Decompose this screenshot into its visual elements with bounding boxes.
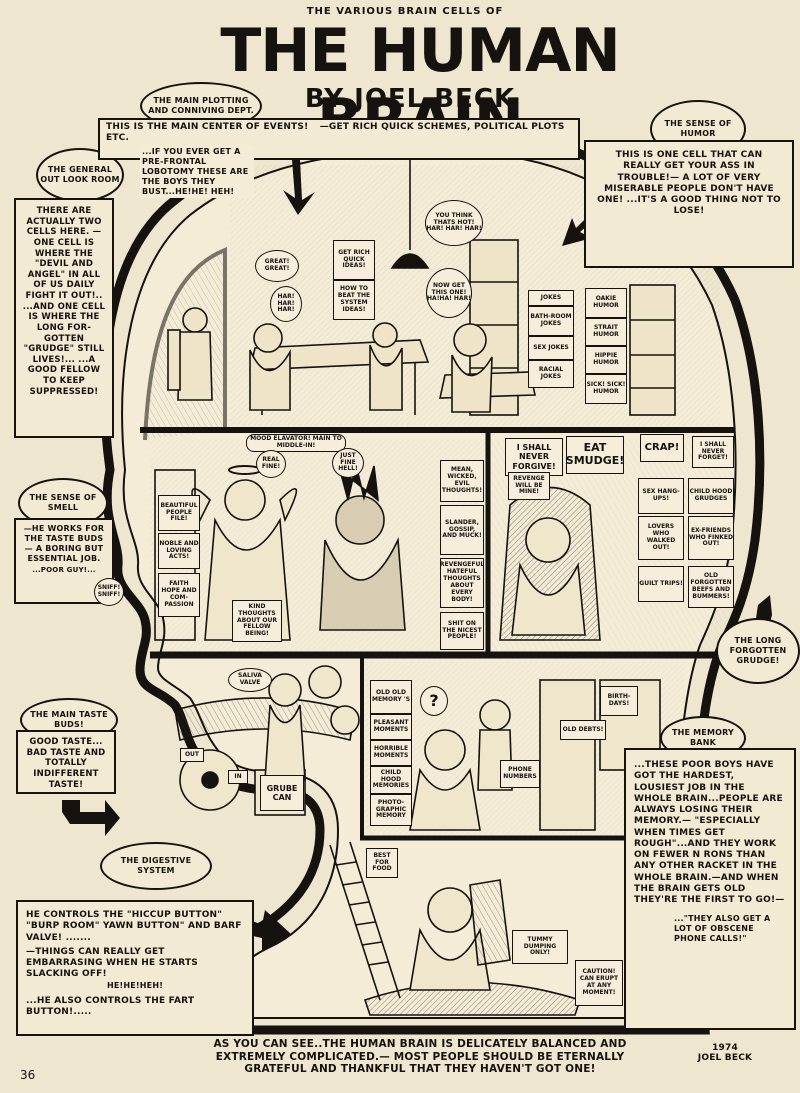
byline: BY JOEL BECK bbox=[304, 84, 516, 114]
caption-humor: THIS IS ONE CELL THAT CAN REALLY GET YOU… bbox=[584, 140, 794, 268]
sign-tummy-dumping: TUMMY DUMPING ONLY! bbox=[512, 930, 568, 964]
sign-slander: SLANDER, GOSSIP, AND MUCK! bbox=[440, 505, 484, 555]
sign-birthdays: BIRTH-DAYS! bbox=[600, 686, 638, 716]
sign-lovers-walked-out: LOVERS WHO WALKED OUT! bbox=[638, 516, 684, 560]
bubble-har: HAR! HAR! HAR! bbox=[270, 286, 302, 322]
sign-sex-jokes: SEX JOKES bbox=[528, 336, 574, 360]
sign-crap: CRAP! bbox=[640, 434, 684, 462]
label-long-forgotten-grudge: THE LONG FORGOTTEN GRUDGE! bbox=[716, 618, 800, 684]
footer-caption: AS YOU CAN SEE..THE HUMAN BRAIN IS DELIC… bbox=[213, 1038, 627, 1076]
sign-kind-thoughts: KIND THOUGHTS ABOUT OUR FELLOW BEING! bbox=[232, 600, 282, 642]
sign-ex-friends: EX-FRIENDS WHO FINKED OUT! bbox=[688, 516, 734, 560]
caption-digestive-line2: —THINGS CAN REALLY GET EMBARRASING WHEN … bbox=[26, 946, 198, 980]
sign-never-forget: I SHALL NEVER FORGET! bbox=[692, 436, 734, 468]
sign-mean-thoughts: MEAN, WICKED, EVIL THOUGHTS! bbox=[440, 460, 484, 502]
sign-revengeful: REVENGEFUL HATEFUL THOUGHTS ABOUT EVERY … bbox=[440, 558, 484, 608]
supertitle: THE VARIOUS BRAIN CELLS OF bbox=[306, 6, 504, 17]
page-number: 36 bbox=[20, 1068, 36, 1082]
sign-childhood-memories: CHILD HOOD MEMORIES bbox=[370, 766, 412, 794]
label-digestive-system: THE DIGESTIVE SYSTEM bbox=[100, 842, 212, 890]
sign-revenge-mine: REVENGE WILL BE MINE! bbox=[508, 472, 550, 500]
sign-old-memory: OLD OLD MEMORY 'S bbox=[370, 680, 412, 714]
sign-jokes: JOKES bbox=[528, 290, 574, 306]
sign-pleasant-moments: PLEASANT MOMENTS bbox=[370, 714, 412, 740]
sign-oakie-humor: OAKIE HUMOR bbox=[585, 288, 627, 318]
signature-name: JOEL BECK bbox=[697, 1052, 753, 1063]
caption-smell-line2: ...POOR GUY!... bbox=[32, 566, 96, 574]
caption-plotting-line2: —GET RICH QUICK SCHEMES, POLITICAL PLOTS… bbox=[106, 122, 565, 144]
sign-out: OUT bbox=[180, 748, 204, 762]
sign-sick-humor: SICK! SICK! HUMOR bbox=[585, 374, 627, 404]
bubble-saliva-valve: SALIVA VALVE bbox=[228, 668, 272, 692]
caption-memory-line2: ..."THEY ALSO GET A LOT OF OBSCENE PHONE… bbox=[674, 914, 771, 944]
bubble-get-this-one: NOW GET THIS ONE! HA!HA! HAR! bbox=[426, 268, 472, 318]
sign-grube-can: GRUBE CAN bbox=[260, 775, 304, 811]
sign-beat-system: HOW TO BEAT THE SYSTEM IDEAS! bbox=[333, 280, 375, 320]
caption-digestive-line3: HE!HE!HEH! bbox=[106, 980, 164, 990]
sign-in: IN bbox=[228, 770, 248, 784]
bubble-question: ? bbox=[420, 686, 448, 716]
sign-photographic-memory: PHOTO-GRAPHIC MEMORY bbox=[370, 794, 412, 826]
caption-taste: GOOD TASTE... BAD TASTE AND TOTALLY INDI… bbox=[16, 730, 116, 794]
sign-eat-smudge: EAT SMUDGE! bbox=[566, 436, 624, 474]
sign-get-rich-ideas: GET RICH QUICK IDEAS! bbox=[333, 240, 375, 280]
sign-racial-jokes: RACIAL JOKES bbox=[528, 360, 574, 388]
bubble-mood-elevator: MOOD ELAVATOR! MAIN TO MIDDLE-IN! bbox=[246, 434, 346, 452]
sign-childhood-grudges: CHILD HOOD GRUDGES bbox=[688, 478, 734, 514]
bubble-thats-hot: YOU THINK THATS HOT! HAR! HAR! HAR! bbox=[425, 200, 483, 246]
sign-shit-nicest: SHIT ON THE NICEST PEOPLE! bbox=[440, 612, 484, 650]
bubble-great: GREAT! GREAT! bbox=[255, 250, 299, 282]
caption-lobotomy: ...IF YOU EVER GET A PRE-FRONTAL LOBOTOM… bbox=[140, 146, 254, 198]
sign-caution-erupt: CAUTION! CAN ERUPT AT ANY MOMENT! bbox=[575, 960, 623, 1006]
sign-noble-acts: NOBLE AND LOVING ACTS! bbox=[158, 533, 200, 569]
bubble-sniff: SNIFF! SNIFF! bbox=[94, 578, 124, 606]
bubble-just-fine: JUST FINE HELL! bbox=[332, 448, 364, 478]
caption-digestive: HE CONTROLS THE "HICCUP BUTTON" "BURP RO… bbox=[16, 900, 254, 1036]
signature-year: 1974 bbox=[712, 1043, 738, 1053]
sign-bathroom-jokes: BATH-ROOM JOKES bbox=[528, 306, 574, 336]
sign-phone-numbers: PHONE NUMBERS bbox=[500, 760, 540, 788]
caption-smell-line1: —HE WORKS FOR THE TASTE BUDS — A BORING … bbox=[23, 524, 105, 563]
caption-plotting-line1: THIS IS THE MAIN CENTER OF EVENTS! bbox=[106, 122, 309, 132]
bubble-real-fine: REAL FINE! bbox=[256, 450, 286, 478]
sign-never-forgive: I SHALL NEVER FORGIVE! bbox=[505, 438, 563, 476]
caption-memory-line1: ...THESE POOR BOYS HAVE GOT THE HARDEST,… bbox=[634, 760, 785, 905]
sign-old-beefs: OLD FORGOTTEN BEEFS AND BUMMERS! bbox=[688, 566, 734, 608]
sign-horrible-moments: HORRIBLE MOMENTS bbox=[370, 740, 412, 766]
sign-sex-hangups: SEX HANG-UPS! bbox=[638, 478, 684, 514]
sign-best-food: BEST FOR FOOD bbox=[366, 848, 398, 878]
sign-old-debts: OLD DEBTS! bbox=[560, 720, 606, 740]
sign-beautiful-people: BEAUTIFUL PEOPLE FILE! bbox=[158, 495, 200, 531]
sign-hippie-humor: HIPPIE HUMOR bbox=[585, 346, 627, 374]
caption-memory: ...THESE POOR BOYS HAVE GOT THE HARDEST,… bbox=[624, 748, 796, 1030]
sign-guilt-trips: GUILT TRIPS! bbox=[638, 566, 684, 602]
sign-faith-hope: FAITH HOPE AND COM-PASSION bbox=[158, 573, 200, 617]
caption-digestive-line4: ...HE ALSO CONTROLS THE FART BUTTON!....… bbox=[26, 995, 195, 1017]
caption-digestive-line1: HE CONTROLS THE "HICCUP BUTTON" "BURP RO… bbox=[26, 910, 242, 943]
sign-strait-humor: STRAIT HUMOR bbox=[585, 318, 627, 346]
signature: 1974 JOEL BECK bbox=[690, 1043, 760, 1064]
caption-outlook: THERE ARE ACTUALLY TWO CELLS HERE. — ONE… bbox=[14, 198, 114, 438]
